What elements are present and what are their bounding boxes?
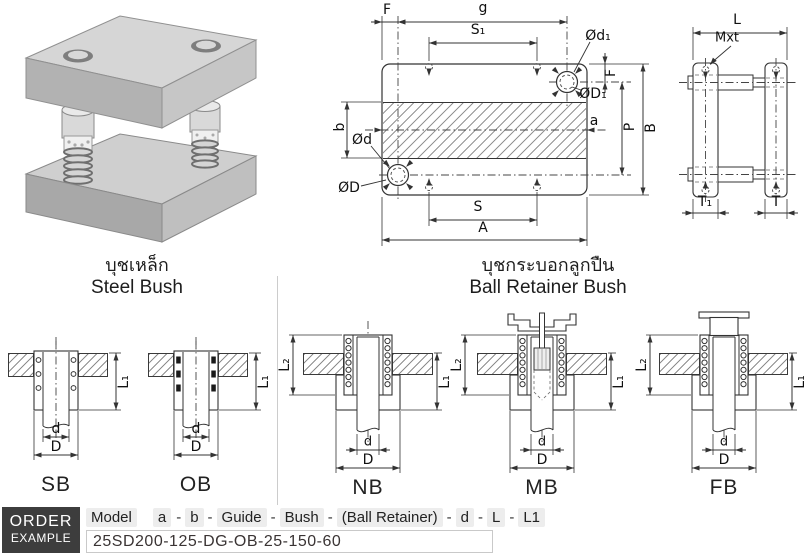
model-label: Model — [86, 507, 137, 527]
dim-label-L1: L₁ — [437, 374, 453, 389]
dim-label-S: S — [473, 199, 483, 215]
bush-section-linework — [461, 312, 616, 473]
dim-label-D: D — [362, 452, 374, 468]
dim-label-D: D — [536, 452, 548, 468]
bush-type-label: NB — [352, 476, 384, 499]
bush-section-linework — [173, 337, 261, 460]
bush-type-label: OB — [179, 473, 213, 496]
die-set-3d-illustration — [24, 15, 258, 243]
model-format-row: Model a-b-Guide-Bush-(Ball Retainer)-d-L… — [86, 506, 546, 528]
model-part-separator: - — [270, 508, 276, 526]
dim-label-T1: T₁ — [697, 194, 713, 210]
model-part: (Ball Retainer) — [336, 507, 443, 527]
model-part: L — [487, 507, 506, 527]
order-example-box: ORDER EXAMPLE — [2, 507, 80, 553]
dim-label-d: d — [719, 434, 729, 450]
model-part-separator: - — [176, 508, 182, 526]
model-part: d — [455, 507, 474, 527]
dim-label-b: b — [332, 122, 348, 132]
dim-label-L2: L₂ — [449, 358, 465, 372]
dim-label-S1: S₁ — [470, 22, 486, 38]
hatched-plate-section — [148, 353, 174, 377]
bush-section-linework — [289, 321, 442, 473]
top-plate — [24, 15, 258, 129]
dim-label-L2: L₂ — [277, 358, 293, 372]
dim-label-L1: L₁ — [792, 374, 807, 389]
bush-type-label: SB — [40, 473, 72, 496]
dim-label-d: d — [363, 434, 373, 450]
dim-label-T: T — [771, 194, 781, 210]
hatched-plate-section — [78, 353, 108, 377]
dim-label-F-top: F — [382, 2, 392, 18]
dim-label-Mxt: Mxt — [714, 30, 740, 46]
section-header-ball-retainer-bush: บุชกระบอกลูกปืน Ball Retainer Bush — [420, 255, 676, 299]
dim-label-Od: Ød — [352, 132, 372, 148]
model-part-separator: - — [327, 508, 333, 526]
section-header-steel-bush: บุชเหล็ก Steel Bush — [12, 255, 262, 299]
model-part: Bush — [279, 507, 324, 527]
hatched-plate-section — [218, 353, 248, 377]
example-code: 25SD200-125-DG-OB-25-150-60 — [93, 532, 342, 550]
guide-post-left — [61, 103, 95, 185]
model-part-separator: - — [207, 508, 213, 526]
model-part: b — [185, 507, 204, 527]
dim-label-D: D — [50, 439, 62, 455]
bush-type-label: FB — [709, 476, 739, 499]
dim-label-L1: L₁ — [256, 374, 272, 389]
ball-retainer-title-english: Ball Retainer Bush — [469, 277, 627, 298]
bush-section-linework — [646, 311, 797, 473]
side-view-linework — [679, 27, 798, 219]
example-code-box: 25SD200-125-DG-OB-25-150-60 — [86, 530, 493, 553]
model-part-separator: - — [478, 508, 483, 526]
example-label: EXAMPLE — [10, 531, 72, 545]
bush-section-linework — [33, 337, 121, 460]
plan-view-linework — [341, 16, 649, 246]
dim-label-Od1: Ød₁ — [585, 28, 611, 44]
dim-label-P: P — [622, 122, 638, 132]
model-part-separator: - — [446, 508, 452, 526]
steel-bush-title-thai: บุชเหล็ก — [105, 255, 169, 275]
dim-label-d: d — [191, 421, 201, 437]
ball-retainer-title-thai: บุชกระบอกลูกปืน — [481, 255, 615, 275]
dim-label-F-right: F — [603, 68, 619, 78]
order-label: ORDER — [9, 513, 73, 530]
dim-label-OD: ØD — [338, 180, 360, 196]
dim-label-OD1: ØD₁ — [579, 86, 607, 102]
die-set-3d-view — [8, 4, 273, 244]
model-part: Guide — [216, 507, 267, 527]
dim-label-a: a — [589, 113, 599, 129]
dim-label-d: d — [537, 434, 547, 450]
dim-label-L1: L₁ — [611, 374, 627, 389]
dim-label-D: D — [190, 439, 202, 455]
dim-label-g: g — [478, 0, 488, 16]
model-part-separator: - — [509, 508, 515, 526]
dim-label-A: A — [478, 220, 488, 236]
dim-label-L1: L₁ — [116, 374, 132, 389]
model-parts: a-b-Guide-Bush-(Ball Retainer)-d-L-L1 — [152, 507, 546, 527]
bush-type-label: MB — [525, 476, 559, 499]
dim-label-B: B — [643, 123, 659, 133]
model-part: L1 — [518, 507, 546, 527]
dim-label-L2: L₂ — [634, 358, 650, 372]
dim-label-D: D — [718, 452, 730, 468]
steel-bush-title-english: Steel Bush — [91, 277, 183, 298]
model-part: a — [152, 507, 172, 527]
section-divider — [277, 276, 278, 505]
dim-label-L: L — [733, 12, 741, 28]
hatched-plate-section — [383, 102, 586, 159]
dim-label-d: d — [51, 421, 61, 437]
